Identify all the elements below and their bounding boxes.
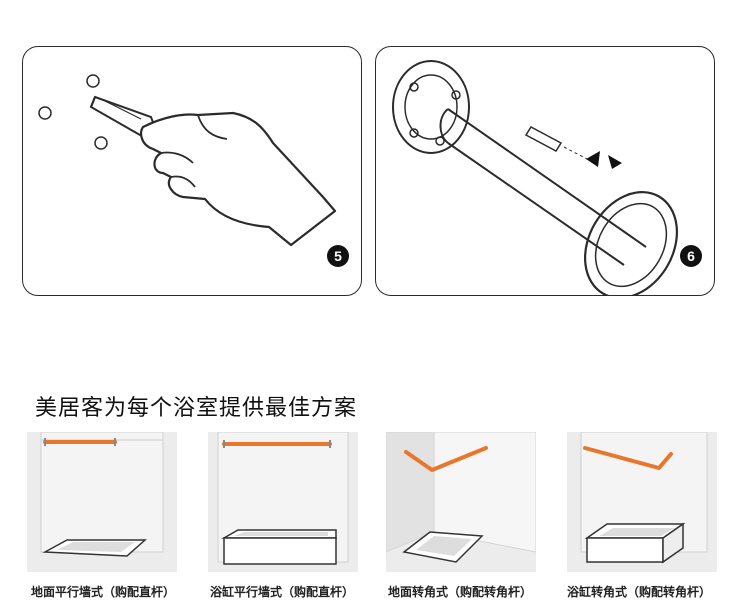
- bathtub-icon: [223, 537, 337, 565]
- scenario-caption: 浴缸平行墙式（购配直杆）: [210, 585, 355, 599]
- rotate-arrow-icon: [608, 155, 622, 169]
- hand-icon: [140, 111, 337, 247]
- mark-hole-1: [38, 106, 52, 120]
- page-headline: 美居客为每个浴室提供最佳方案: [35, 395, 358, 420]
- screw-hole-icon: [409, 128, 419, 138]
- step-number-badge: 5: [327, 245, 349, 267]
- corner-grab-bar-icon: [583, 446, 673, 470]
- scenario-caption: 浴缸转角式（购配转角杆）: [567, 585, 712, 599]
- scenario-floor-corner: [386, 432, 536, 572]
- corner-grab-bar-icon: [404, 446, 488, 472]
- scenario-floor-parallel: [27, 432, 177, 572]
- scenario-bathtub-corner: [567, 432, 717, 572]
- mark-hole-2: [86, 74, 100, 88]
- bathtub-straight-bar-illustration: [208, 432, 358, 572]
- mounting-bar-illustration: [392, 60, 679, 295]
- step-5-panel: 5: [22, 46, 362, 296]
- screw-icon: [524, 126, 563, 152]
- mark-hole-3: [94, 136, 108, 150]
- bathtub-corner-bar-illustration: [567, 432, 717, 572]
- grab-bar-icon: [439, 108, 449, 144]
- step-number-badge: 6: [680, 245, 702, 267]
- scenario-caption: 地面平行墙式（购配直杆）: [31, 585, 176, 599]
- scenario-bathtub-parallel: [208, 432, 358, 572]
- shower-floor-corner-bar-illustration: [386, 432, 536, 572]
- screw-hole-icon: [451, 90, 461, 100]
- bathtub-icon: [586, 537, 664, 563]
- rotate-arrow-icon: [586, 151, 600, 167]
- step-6-panel: 6: [375, 46, 715, 296]
- bar-flange-ring-icon: [583, 191, 679, 295]
- screw-hole-icon: [435, 136, 445, 146]
- scenario-caption: 地面转角式（购配转角杆）: [388, 585, 533, 599]
- marking-hand-illustration: [38, 74, 337, 247]
- shower-floor-straight-bar-illustration: [27, 432, 177, 572]
- screw-hole-icon: [409, 82, 419, 92]
